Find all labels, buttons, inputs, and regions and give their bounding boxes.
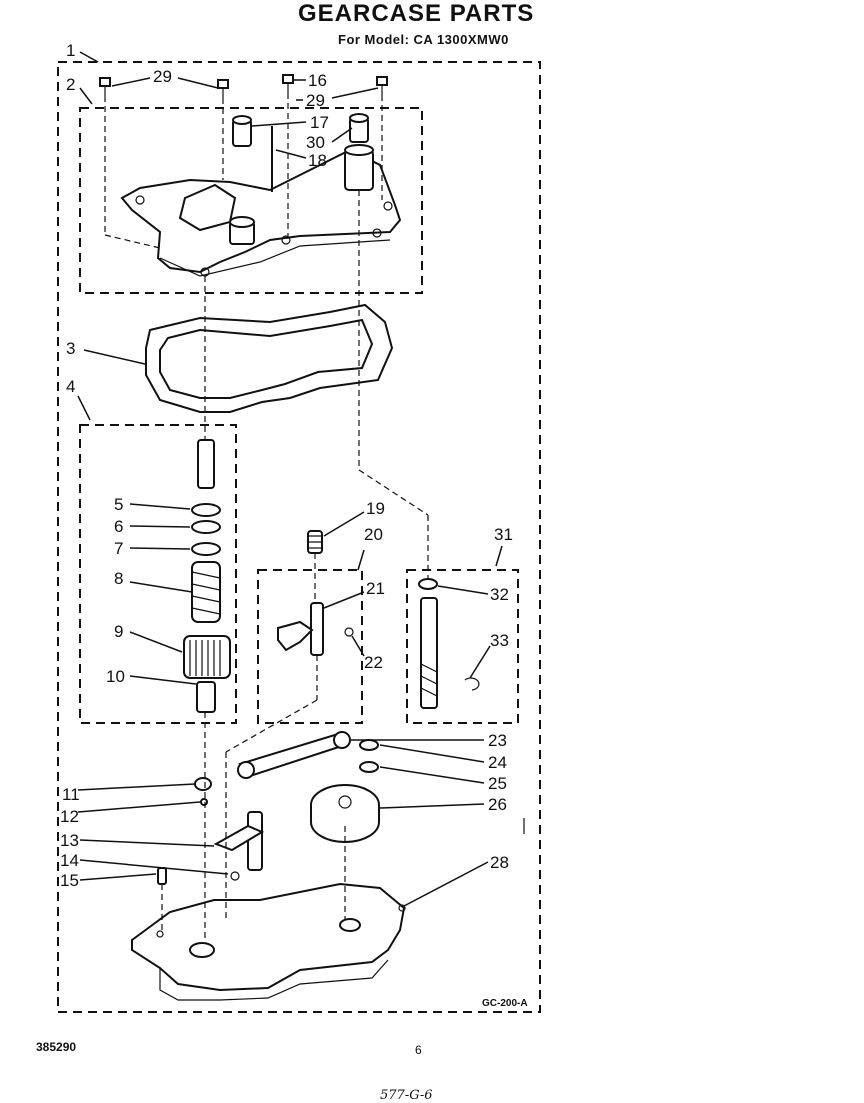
page-number: 6	[415, 1043, 422, 1057]
callout-2: 2	[66, 75, 75, 94]
callout-14: 14	[60, 851, 79, 870]
gasket	[145, 303, 394, 413]
callout-15: 15	[60, 871, 79, 890]
main-gear	[310, 784, 380, 843]
drive-shaft-assembly-box	[406, 569, 519, 724]
crank-arm	[237, 731, 379, 779]
page-title: GEARCASE PARTS	[298, 0, 535, 27]
model-subtitle: For Model: CA 1300XMW0	[338, 32, 509, 47]
callout-3: 3	[66, 339, 75, 358]
figure-code: GC-200-A	[482, 998, 528, 1009]
bushings-and-pin	[232, 113, 369, 192]
gearcase-base	[131, 882, 406, 1001]
callout-21: 21	[366, 579, 385, 598]
gearcase-cover	[120, 144, 402, 277]
callout-16: 16	[308, 71, 327, 90]
callout-17: 17	[310, 113, 329, 132]
assembly-box	[57, 61, 541, 1013]
callout-32: 32	[490, 585, 509, 604]
callout-1: 1	[66, 41, 75, 60]
callout-11: 11	[62, 785, 80, 804]
callout-31: 31	[494, 525, 513, 544]
handwritten-note: 577-G-6	[380, 1088, 433, 1103]
leader-lines	[77, 51, 503, 907]
alignment-lines	[104, 93, 429, 940]
callout-12: 12	[60, 807, 79, 826]
callout-5: 5	[114, 495, 123, 514]
drive-shaft-parts	[418, 578, 480, 709]
lower-small-parts	[157, 777, 265, 885]
callout-29-right: 29	[306, 91, 325, 110]
callout-8: 8	[114, 569, 123, 588]
pinion-assembly-box	[79, 424, 237, 724]
callout-28: 28	[490, 853, 509, 872]
shift-fork-parts	[277, 530, 354, 656]
shift-fork-assembly-box	[257, 569, 363, 724]
callout-6: 6	[114, 517, 123, 536]
callout-24: 24	[488, 753, 507, 772]
screws	[99, 74, 388, 98]
cover-assembly-box	[79, 107, 423, 294]
callout-22: 22	[364, 653, 383, 672]
callout-9: 9	[114, 622, 123, 641]
callout-20: 20	[364, 525, 383, 544]
callout-33: 33	[490, 631, 509, 650]
callout-13: 13	[60, 831, 79, 850]
callout-7: 7	[114, 539, 123, 558]
callout-25: 25	[488, 774, 507, 793]
callout-18: 18	[308, 151, 327, 170]
callout-labels: 1 2 29 16 29 17 30 18 3 4 5 6 7 8 9 10 1…	[60, 41, 513, 890]
document-number: 385290	[36, 1040, 77, 1054]
callout-26: 26	[488, 795, 507, 814]
callout-19: 19	[366, 499, 385, 518]
callout-4: 4	[66, 377, 75, 396]
callout-10: 10	[106, 667, 125, 686]
callout-23: 23	[488, 731, 507, 750]
callout-29-top: 29	[153, 67, 172, 86]
callout-30: 30	[306, 133, 325, 152]
pinion-parts	[183, 439, 231, 713]
